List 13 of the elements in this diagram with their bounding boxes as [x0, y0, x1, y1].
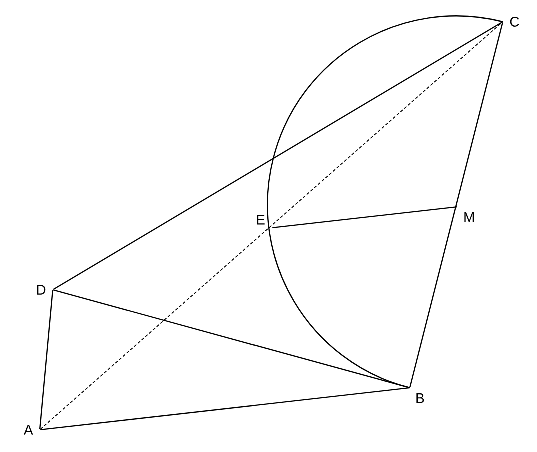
point-label: A [24, 425, 34, 435]
line-segment [39, 290, 54, 430]
line-segment [40, 387, 410, 431]
line-segment [410, 22, 504, 388]
line-segment [272, 206, 458, 229]
line-segment [53, 22, 503, 290]
point-label: M [464, 212, 474, 222]
point-label: D [37, 285, 46, 295]
point-label: B [416, 394, 424, 404]
semicircle-arc [267, 16, 504, 389]
point-label: E [257, 215, 265, 225]
point-label: C [510, 17, 520, 27]
diagonal-line [40, 22, 503, 430]
